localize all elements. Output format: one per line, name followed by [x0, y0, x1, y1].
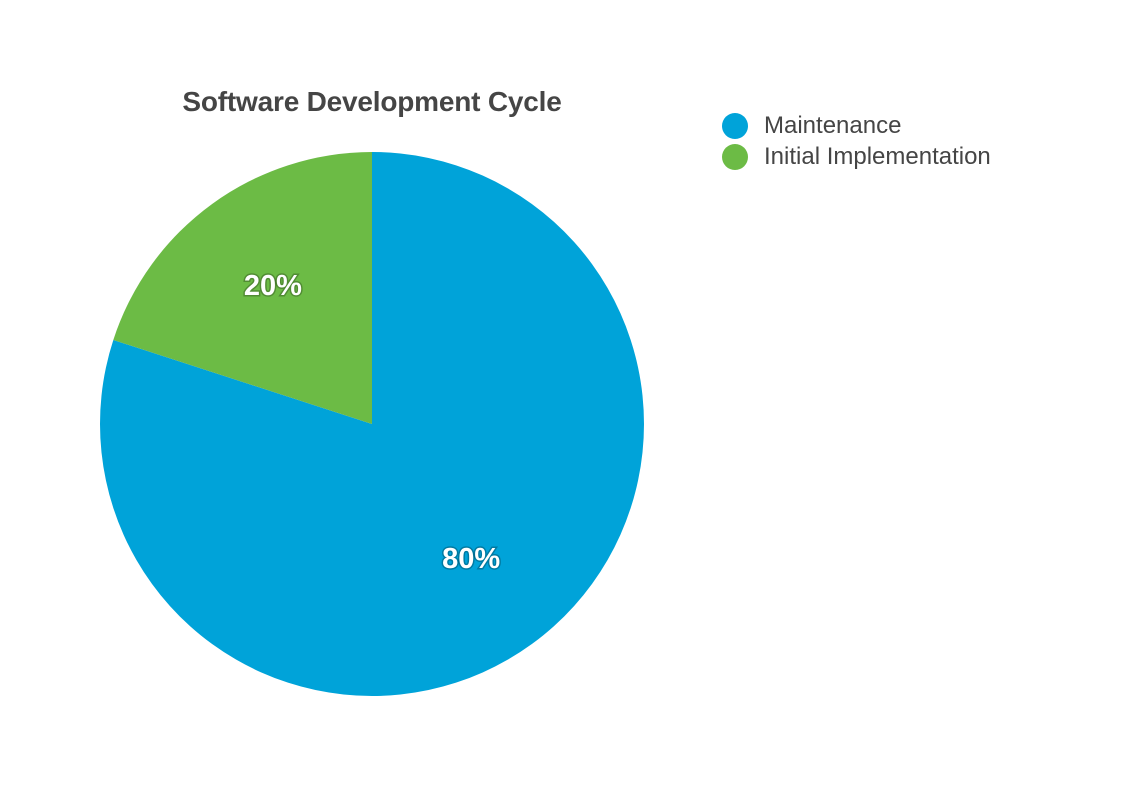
- slice-label-maintenance: 80%: [442, 543, 500, 575]
- legend-label-initial-implementation: Initial Implementation: [764, 142, 991, 170]
- legend-item-initial-implementation[interactable]: Initial Implementation: [722, 141, 991, 172]
- legend-item-maintenance[interactable]: Maintenance: [722, 110, 991, 141]
- slice-label-initial-implementation: 20%: [244, 270, 302, 302]
- legend: Maintenance Initial Implementation: [722, 110, 991, 172]
- chart-title: Software Development Cycle: [182, 86, 562, 117]
- legend-swatch-initial-implementation: [722, 143, 748, 170]
- legend-swatch-maintenance: [722, 112, 748, 139]
- legend-label-maintenance: Maintenance: [764, 111, 902, 139]
- pie-slice-initial-implementation[interactable]: [113, 152, 373, 424]
